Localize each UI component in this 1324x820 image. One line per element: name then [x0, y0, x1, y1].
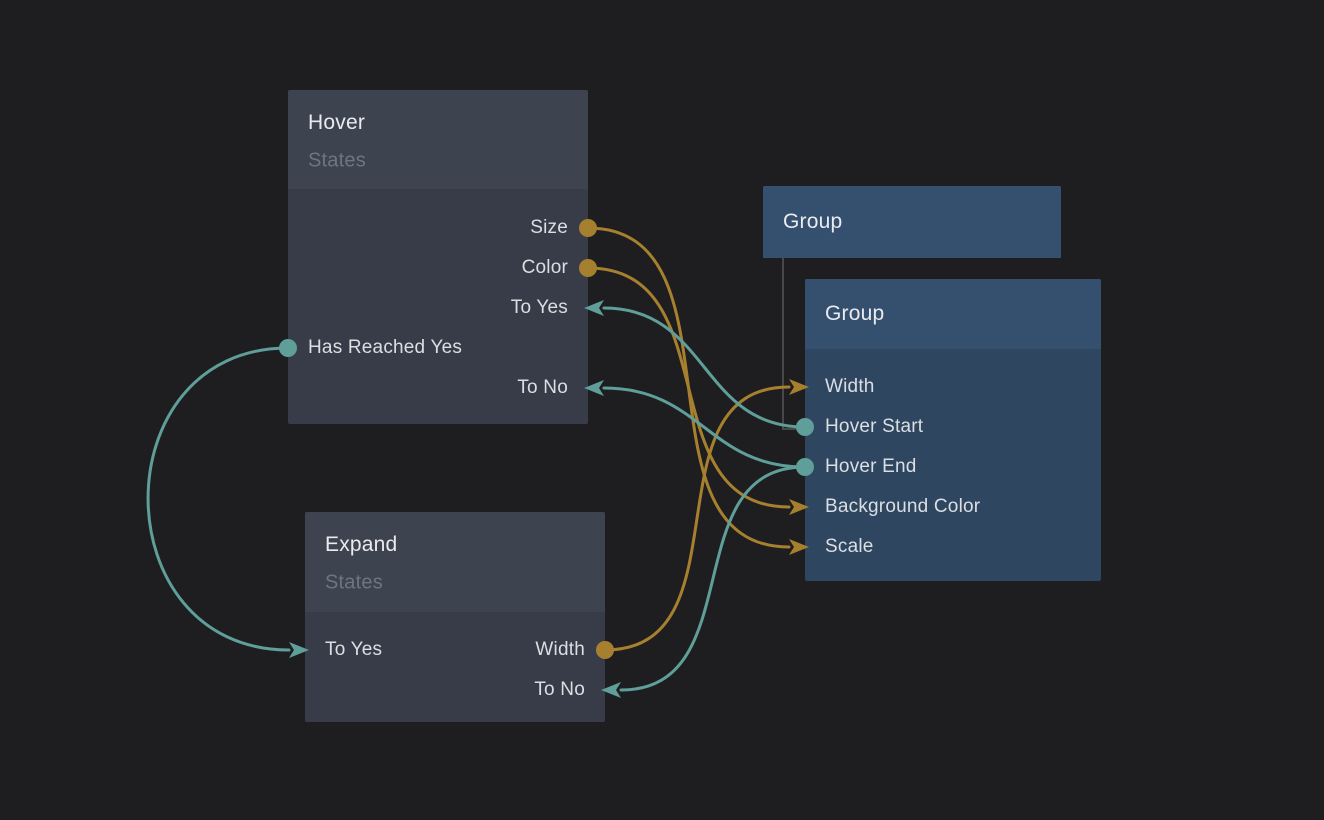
- port-label-hover-hasReachedYes: Has Reached Yes: [308, 337, 463, 358]
- node-subtitle-expand: States: [325, 571, 383, 594]
- wire-color-bgcolor[interactable]: [586, 266, 791, 509]
- node-title-hover: Hover: [308, 111, 366, 134]
- wire-hoverstart-toyes[interactable]: [602, 306, 807, 429]
- node-header-group1[interactable]: Group: [763, 186, 1061, 258]
- node-group1[interactable]: Group: [763, 186, 1061, 258]
- tree-group1-group2: [782, 258, 805, 430]
- port-label-hover-color: Color: [521, 257, 568, 278]
- wire-hoverend-tono[interactable]: [602, 386, 807, 469]
- wire-hasreachedyes-toyes[interactable]: [146, 346, 291, 652]
- port-label-group2-hoverStart: Hover Start: [825, 416, 924, 437]
- port-label-group2-hoverEnd: Hover End: [825, 456, 917, 477]
- port-label-expand-toNo: To No: [534, 679, 585, 700]
- port-label-group2-width: Width: [825, 376, 875, 397]
- node-title-group2: Group: [825, 302, 885, 325]
- port-label-group2-scale: Scale: [825, 536, 874, 557]
- node-title-expand: Expand: [325, 533, 398, 556]
- port-label-hover-toYes: To Yes: [510, 297, 568, 318]
- node-title-group1: Group: [783, 210, 843, 233]
- wire-hoverend-expandtono[interactable]: [619, 465, 807, 692]
- port-label-hover-size: Size: [530, 217, 568, 238]
- node-header-group2[interactable]: Group: [805, 279, 1101, 349]
- port-label-group2-bgColor: Background Color: [825, 496, 981, 517]
- wire-size-scale[interactable]: [586, 226, 791, 549]
- port-label-expand-width: Width: [535, 639, 585, 660]
- node-subtitle-hover: States: [308, 149, 366, 172]
- port-label-hover-toNo: To No: [517, 377, 568, 398]
- wire-width-width[interactable]: [603, 385, 791, 652]
- port-label-expand-toYes: To Yes: [325, 639, 383, 660]
